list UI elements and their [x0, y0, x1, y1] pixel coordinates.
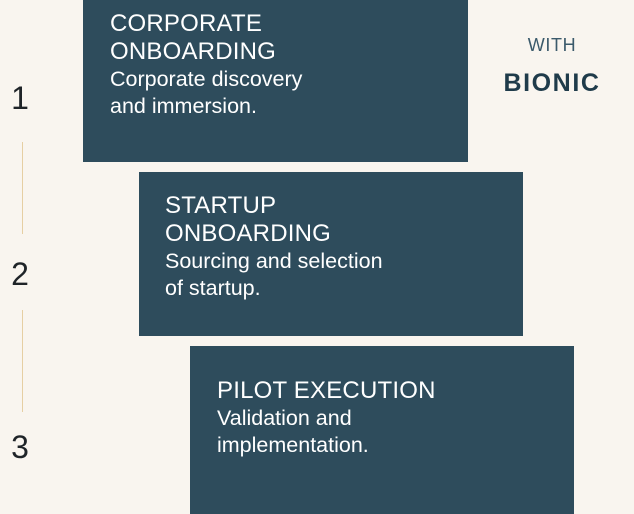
step-description-line: Sourcing and selection	[165, 249, 383, 273]
step-card-pilot-execution: PILOT EXECUTION Validation and implement…	[190, 346, 574, 514]
step-description-line: of startup.	[165, 276, 261, 300]
step-card-startup-onboarding: STARTUP ONBOARDING Sourcing and selectio…	[139, 172, 523, 336]
step-title: PILOT EXECUTION	[217, 377, 574, 405]
step-number-1: 1	[11, 80, 29, 116]
step-divider	[22, 310, 23, 412]
step-title-line: CORPORATE	[110, 10, 263, 37]
step-description: Corporate discovery and immersion.	[110, 66, 468, 120]
partner-badge: WITH BIONIC	[470, 36, 634, 96]
step-description-line: and immersion.	[110, 94, 257, 118]
step-description-line: implementation.	[217, 433, 369, 457]
step-number-2: 2	[11, 256, 29, 292]
step-number-3: 3	[11, 429, 29, 465]
partner-logo: BIONIC	[503, 69, 601, 97]
step-title: CORPORATE ONBOARDING	[110, 10, 468, 66]
step-divider	[22, 142, 23, 234]
step-title-line: ONBOARDING	[110, 38, 277, 65]
step-title-line: PILOT EXECUTION	[217, 377, 436, 404]
step-description: Sourcing and selection of startup.	[165, 248, 523, 302]
step-title: STARTUP ONBOARDING	[165, 192, 523, 248]
step-description-line: Corporate discovery	[110, 67, 303, 91]
step-description: Validation and implementation.	[217, 405, 574, 459]
partner-prefix: WITH	[527, 35, 577, 55]
step-card-corporate-onboarding: CORPORATE ONBOARDING Corporate discovery…	[83, 0, 468, 162]
step-title-line: ONBOARDING	[165, 220, 332, 247]
step-description-line: Validation and	[217, 406, 352, 430]
step-title-line: STARTUP	[165, 192, 277, 219]
